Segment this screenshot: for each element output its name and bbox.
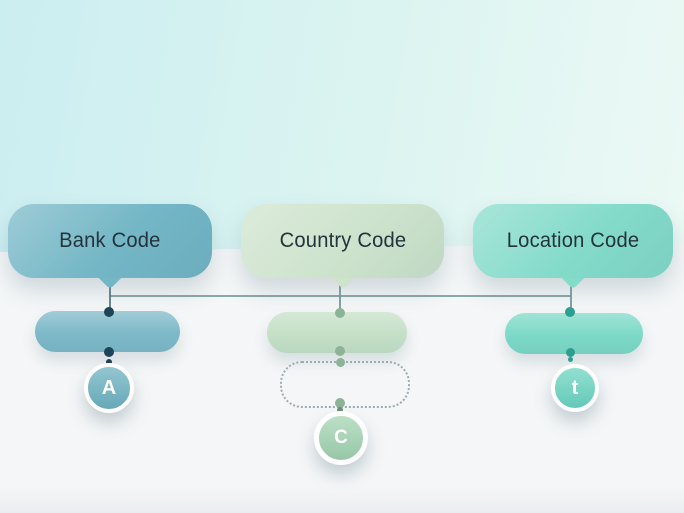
background-bottom-fade <box>0 487 684 513</box>
bank-pill-top-dot <box>104 307 114 317</box>
connector-country-vertical-line <box>339 280 341 313</box>
location-badge-letter: t <box>571 376 579 399</box>
location-letter-badge: t <box>551 364 599 412</box>
location-pill-top-dot <box>565 307 575 317</box>
country-mini-dot <box>337 407 343 413</box>
bank-letter-badge: A <box>84 363 134 413</box>
location-code-box: Location Code <box>473 204 673 278</box>
country-dashed-top-dot <box>336 358 345 367</box>
bank-pill-bottom-dot <box>104 347 114 357</box>
country-code-label: Country Code <box>279 229 406 252</box>
country-letter-badge: C <box>314 411 368 465</box>
connector-bank-vertical-line <box>109 280 111 313</box>
country-segment-pill <box>267 312 407 353</box>
country-pill-bottom-dot <box>335 346 345 356</box>
location-segment-pill <box>505 313 643 354</box>
bank-mini-dot <box>106 359 112 365</box>
country-dashed-bottom-dot <box>335 398 345 408</box>
connector-location-vertical-line <box>570 280 572 313</box>
country-pill-top-dot <box>335 308 345 318</box>
location-mini-dot <box>568 357 573 362</box>
bank-code-box: Bank Code <box>8 204 212 278</box>
country-badge-letter: C <box>334 427 348 448</box>
bank-badge-letter: A <box>101 376 117 399</box>
country-code-box: Country Code <box>241 204 444 278</box>
country-placeholder-dashed-pill <box>280 361 410 408</box>
location-code-label: Location Code <box>506 229 640 252</box>
bank-code-label: Bank Code <box>59 229 161 252</box>
bank-segment-pill <box>35 311 180 352</box>
location-pill-bottom-dot <box>566 348 575 357</box>
